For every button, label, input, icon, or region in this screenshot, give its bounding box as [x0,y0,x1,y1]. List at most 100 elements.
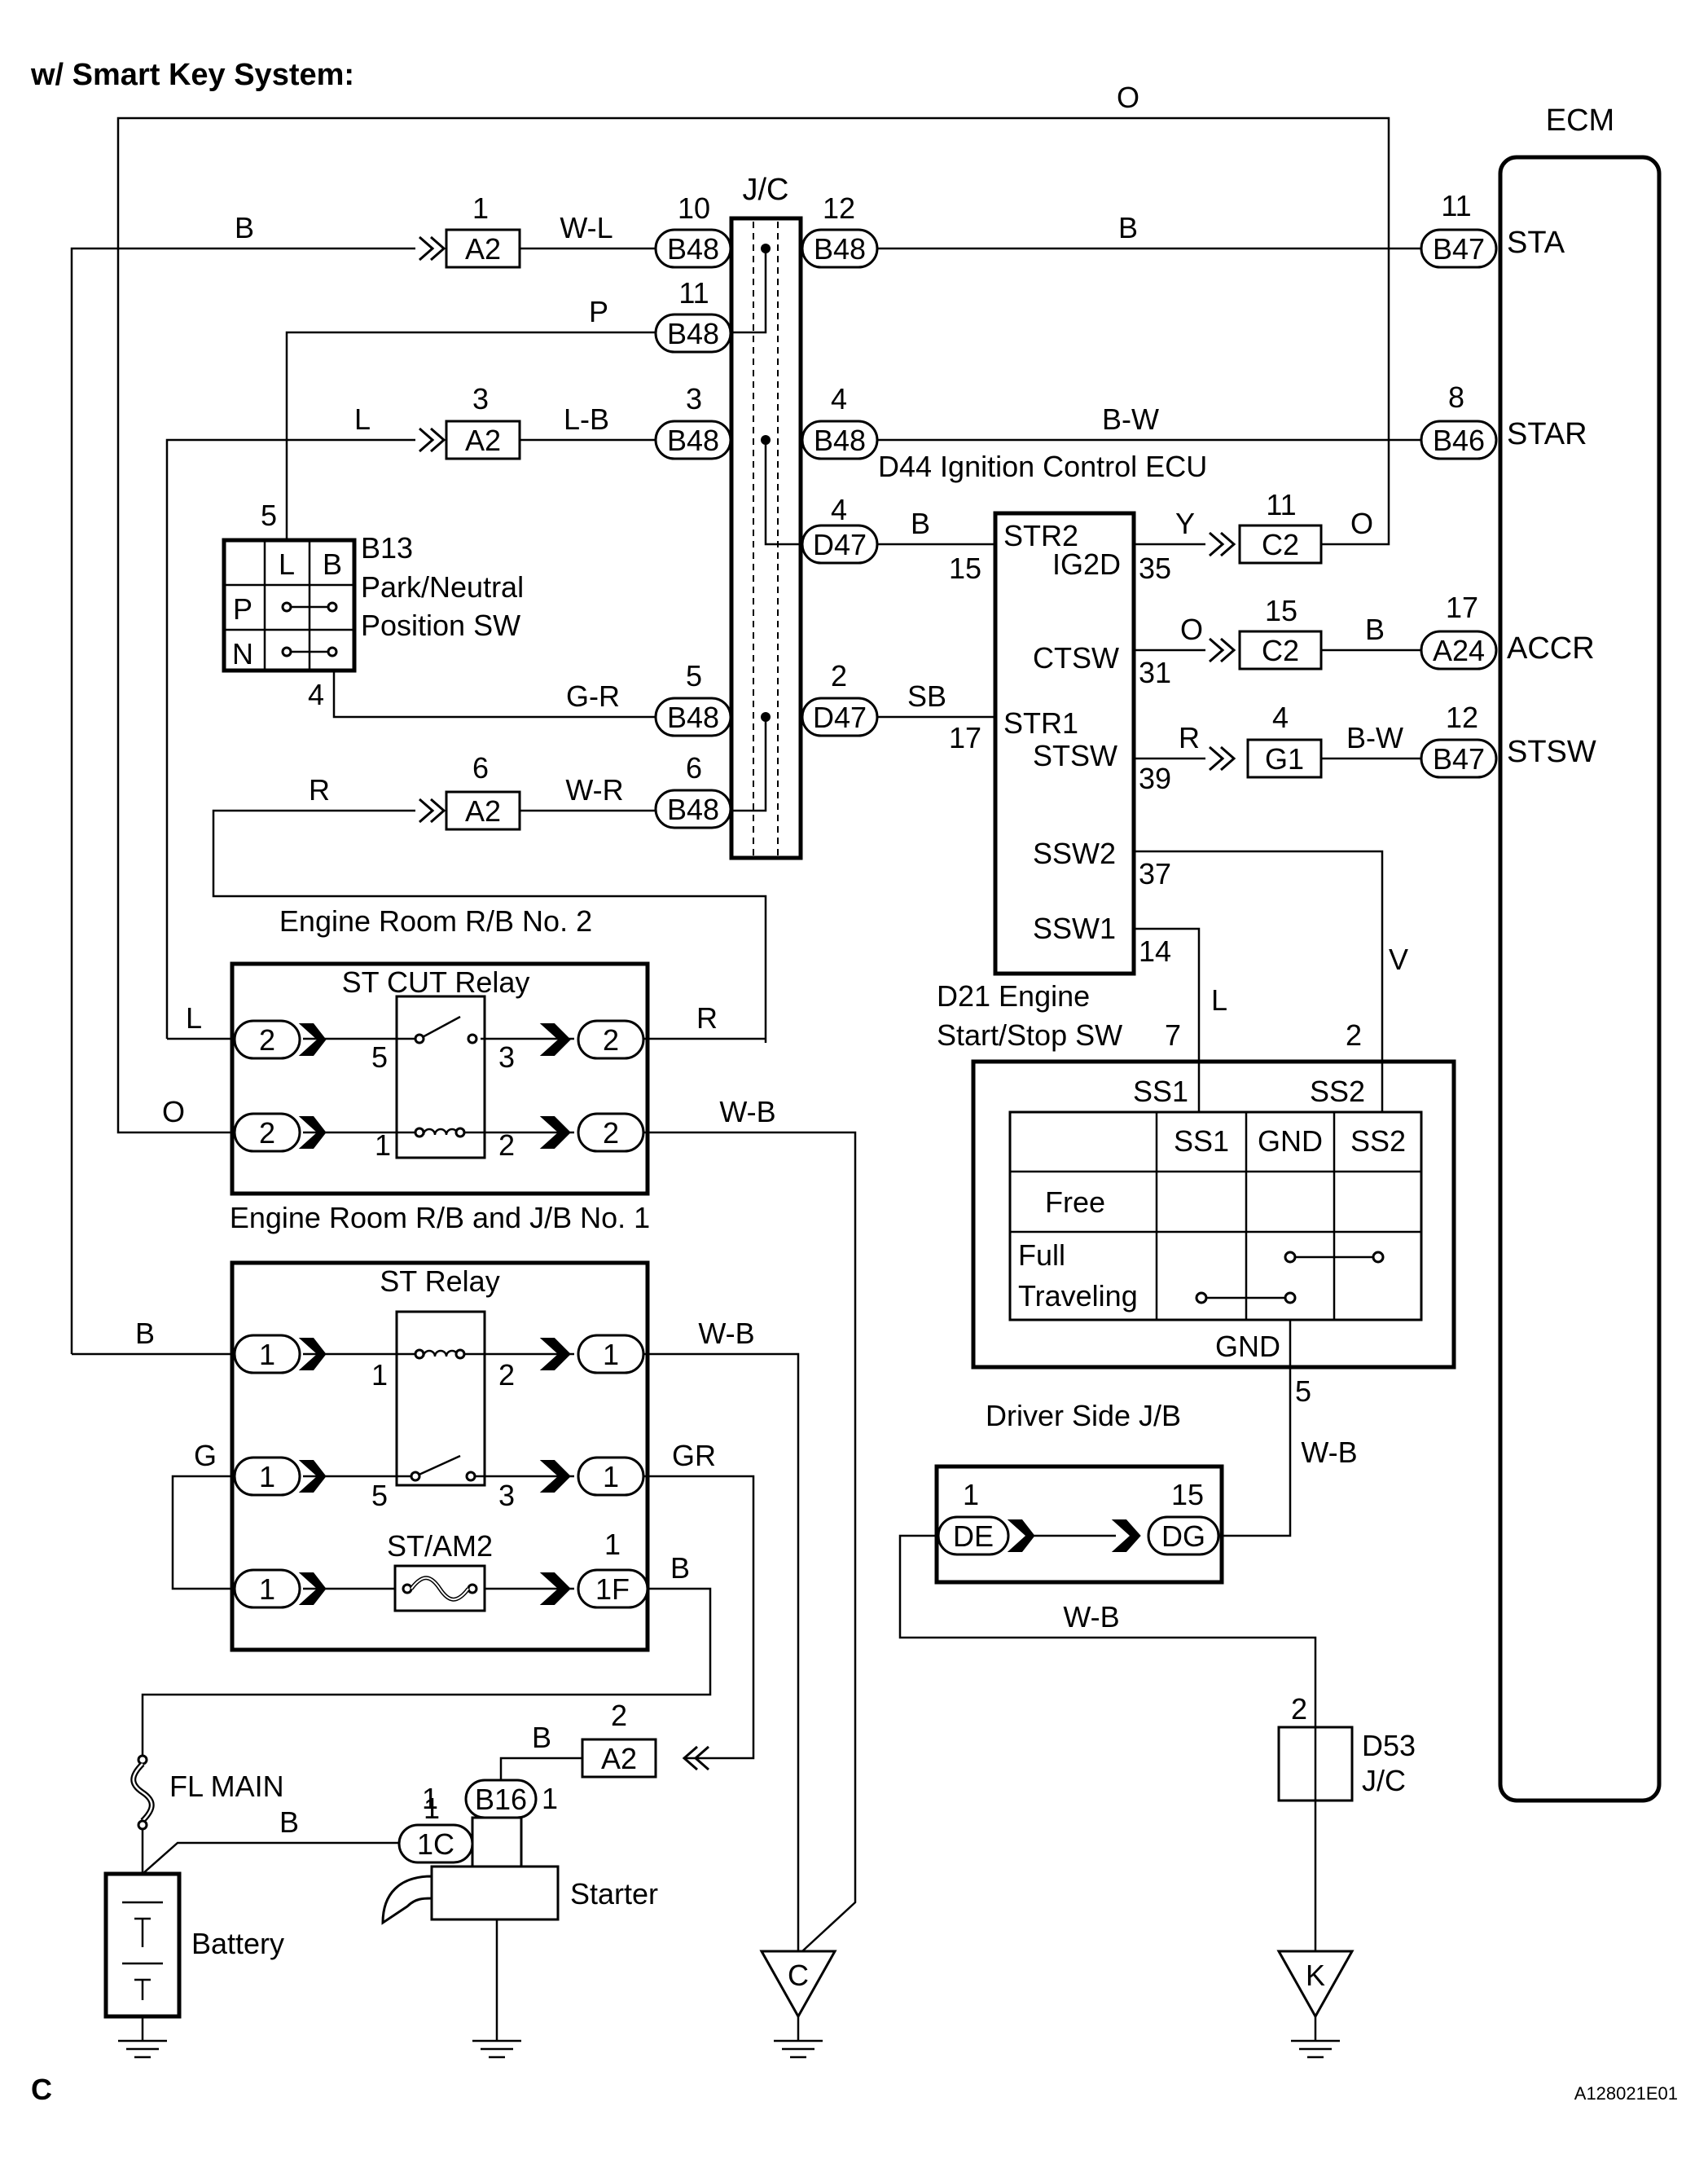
svg-text:STSW: STSW [1033,739,1117,772]
svg-text:1: 1 [603,1338,619,1371]
svg-text:GR: GR [672,1439,716,1472]
wire-de-wb [898,1534,1317,1727]
svg-text:W-B: W-B [1301,1436,1357,1469]
jc-left-b48-10: 10 B48 [654,191,732,269]
svg-text:1: 1 [963,1478,979,1511]
svg-text:1: 1 [542,1782,558,1815]
park-neutral-position-switch: 5 L B P N 4 B13 Park/Neutral Position SW [222,499,524,711]
ignition-control-ecu: D44 Ignition Control ECU STR2 15 IG2D 35… [878,450,1207,976]
wire-o-loop [116,117,1390,683]
svg-text:1F: 1F [595,1572,630,1606]
svg-text:4: 4 [308,678,324,711]
wire-ssw1 [1134,927,1201,1112]
svg-text:A2: A2 [465,794,501,828]
svg-text:11: 11 [1266,488,1296,521]
svg-text:2: 2 [603,1116,619,1150]
engine-room-rb-jb1-label: Engine Room R/B and J/B No. 1 [230,1201,650,1234]
svg-text:SS1: SS1 [1174,1124,1229,1158]
svg-text:2: 2 [498,1128,515,1162]
svg-text:O: O [1350,507,1373,540]
svg-text:STR2: STR2 [1003,519,1078,552]
svg-text:39: 39 [1139,762,1171,795]
svg-text:K: K [1306,1959,1325,1992]
svg-text:W-R: W-R [565,773,623,807]
ecm-pin-sta: STA [1507,226,1565,260]
svg-text:B13: B13 [361,531,413,565]
ecm-connector-b47-stsw: B47 [1420,738,1498,779]
svg-text:31: 31 [1139,656,1171,689]
svg-text:L: L [186,1001,202,1035]
d53-junction: 2 D53 J/C [1277,1692,1416,1802]
svg-text:O: O [1180,613,1203,646]
svg-text:V: V [1389,943,1408,976]
svg-text:P: P [233,592,252,626]
svg-text:1: 1 [604,1528,621,1561]
svg-text:B: B [135,1317,155,1350]
svg-text:5: 5 [1295,1374,1311,1408]
svg-text:1C: 1C [417,1827,454,1861]
svg-text:7: 7 [1165,1018,1181,1052]
fuse-st-am2-label: ST/AM2 [387,1529,493,1563]
svg-text:D47: D47 [813,528,867,561]
svg-text:3: 3 [498,1479,515,1512]
svg-text:A2: A2 [465,424,501,457]
wire-ssw2 [1134,850,1384,1112]
svg-text:O: O [162,1095,185,1128]
svg-text:SSW1: SSW1 [1033,912,1116,945]
svg-text:1: 1 [422,1782,438,1815]
start-sw-label-1: D21 Engine [937,979,1090,1013]
c2-connector-15: 15 C2 [1238,594,1323,671]
svg-text:B48: B48 [667,232,719,266]
wire-gnd-wb [1222,1367,1292,1537]
ecm-pin-star: STAR [1507,417,1587,451]
a2-connector-6: 6 A2 [445,751,521,831]
svg-text:SSW2: SSW2 [1033,837,1116,870]
junction-connector-jc: J/C [696,173,806,860]
svg-text:5: 5 [686,659,702,693]
ecm-connector-b46-star: B46 [1420,420,1498,460]
svg-text:GND: GND [1215,1330,1280,1363]
svg-text:W-L: W-L [560,211,613,244]
svg-text:L-B: L-B [564,402,609,436]
svg-text:B48: B48 [667,317,719,350]
svg-text:11: 11 [678,276,709,310]
svg-text:4: 4 [1272,701,1289,734]
svg-text:Battery: Battery [191,1927,284,1960]
svg-text:2: 2 [259,1023,275,1057]
jc-right-b48-4: 4 B48 [801,382,879,460]
svg-text:8: 8 [1448,380,1464,414]
svg-text:2: 2 [1291,1692,1307,1726]
svg-text:L: L [1211,983,1227,1017]
svg-text:B-W: B-W [1102,402,1159,436]
figure-id: A128021E01 [1574,2083,1678,2104]
svg-text:B: B [279,1805,299,1839]
fl-main-fuse: FL MAIN [130,1752,284,1874]
svg-text:SS1: SS1 [1133,1075,1188,1108]
jc-right-d47-4: 4 D47 [801,493,879,565]
svg-text:N: N [232,637,253,671]
svg-text:R: R [1179,721,1200,754]
svg-text:G1: G1 [1265,742,1304,776]
driver-side-jb: 1 DE 15 DG [934,1464,1224,1585]
svg-text:ST CUT Relay: ST CUT Relay [342,965,530,999]
svg-text:IG2D: IG2D [1052,547,1121,581]
svg-text:SS2: SS2 [1350,1124,1406,1158]
jc-left-b48-11: 11 B48 [654,276,732,354]
svg-text:B: B [670,1551,690,1585]
svg-text:5: 5 [371,1040,388,1074]
svg-text:C2: C2 [1262,634,1299,667]
svg-text:O: O [1117,81,1139,114]
st-relay: ST Relay 1 2 5 3 ST/AM2 1 1 1 1 1 1 [230,1260,650,1652]
svg-text:J/C: J/C [1362,1764,1406,1797]
svg-text:1: 1 [259,1460,275,1493]
svg-text:6: 6 [686,751,702,785]
svg-text:4: 4 [831,493,847,526]
a2-connector-3: 3 A2 [445,382,521,460]
svg-text:Park/Neutral: Park/Neutral [361,570,524,604]
svg-text:Y: Y [1175,507,1195,540]
a2-connector-2: 2 A2 [581,1699,657,1779]
svg-text:1: 1 [259,1572,275,1606]
c2-connector-11: 11 C2 [1238,488,1323,565]
svg-text:1: 1 [424,1792,440,1825]
